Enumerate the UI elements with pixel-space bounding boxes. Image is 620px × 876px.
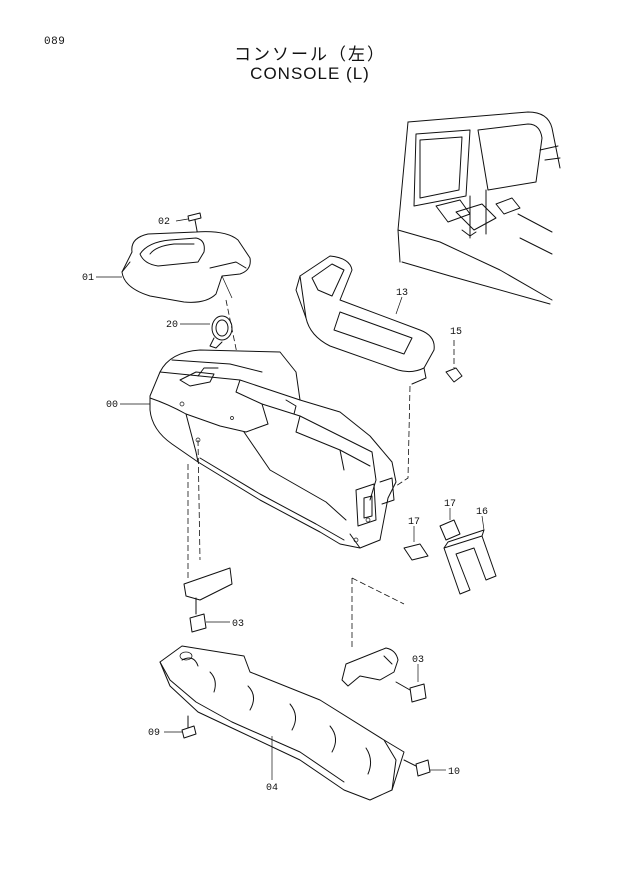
callout-20: 20 (166, 320, 178, 331)
part-13-tray (295, 255, 435, 487)
part-01-cover (96, 231, 251, 303)
callout-04: 04 (266, 783, 278, 794)
title-english: CONSOLE (L) (250, 64, 370, 83)
callout-17-left: 17 (408, 517, 420, 528)
callout-10: 10 (448, 767, 460, 778)
callout-16: 16 (476, 507, 488, 518)
part-17-pad-left (403, 526, 429, 561)
title-japanese: コンソール（左） (234, 45, 386, 65)
callout-16-adjacent-17: 17 (444, 499, 456, 510)
page-number: 089 (44, 36, 66, 48)
part-16-u-bracket (443, 515, 497, 595)
callout-13: 13 (396, 288, 408, 299)
callout-15: 15 (450, 327, 462, 338)
part-15-clip (445, 340, 463, 383)
callout-01: 01 (82, 273, 94, 284)
callout-03-right: 03 (412, 655, 424, 666)
part-04-under-cover (159, 645, 405, 801)
part-03-bolt-left (183, 439, 233, 633)
part-10-bolt (403, 759, 446, 777)
cab-reference-illustration (397, 111, 561, 305)
callout-00: 00 (106, 400, 118, 411)
callout-09: 09 (148, 728, 160, 739)
part-03-bolt-right (341, 577, 427, 703)
part-00-console-body (120, 349, 397, 549)
callout-03-left: 03 (232, 619, 244, 630)
part-09-screw (164, 715, 197, 739)
part-17-pad-right (439, 508, 461, 541)
callout-02: 02 (158, 217, 170, 228)
